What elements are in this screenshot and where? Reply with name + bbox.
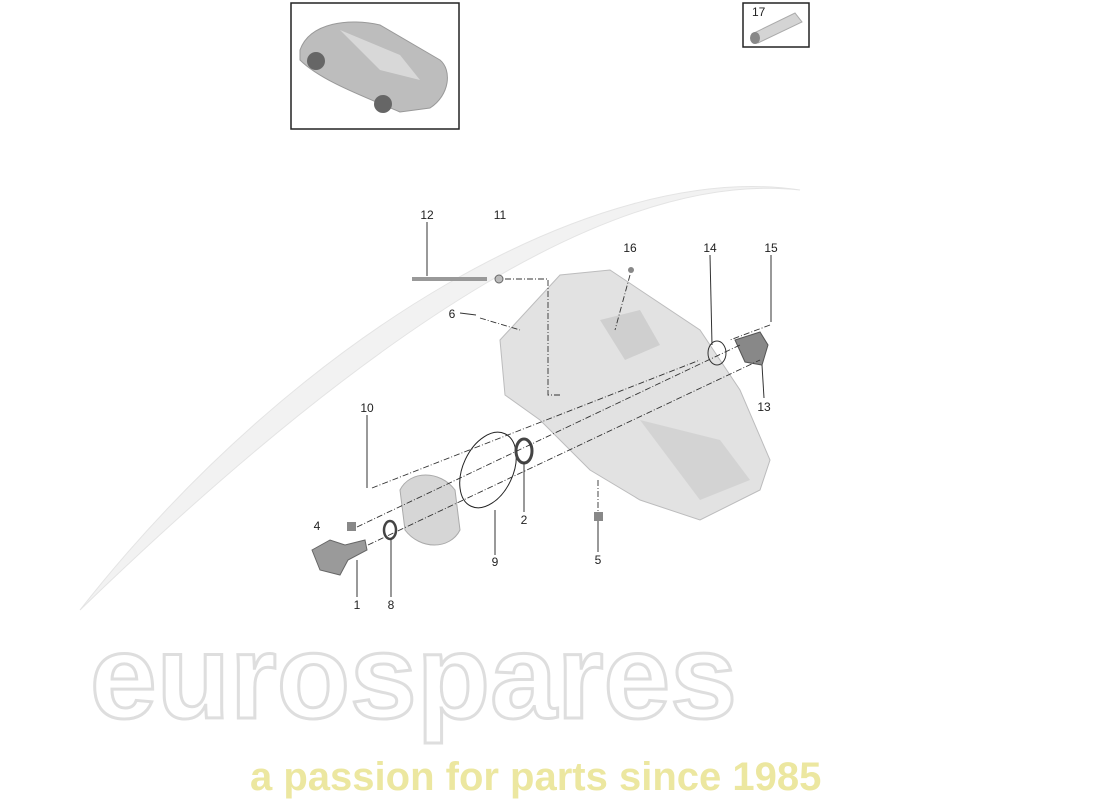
callout-17: 17 xyxy=(752,5,766,19)
callout-2[interactable]: 2 xyxy=(521,513,528,527)
seal-ring-part-2 xyxy=(514,437,534,465)
bushing-part xyxy=(494,274,504,284)
car-icon xyxy=(299,21,448,113)
watermark-brand: eurospares xyxy=(90,610,737,744)
o-ring-part-14 xyxy=(707,340,727,366)
callout-6[interactable]: 6 xyxy=(449,307,456,321)
callout-15[interactable]: 15 xyxy=(764,241,778,255)
seal-part-8 xyxy=(382,519,398,541)
callouts: 12 11 16 14 15 6 10 13 2 4 9 5 1 8 xyxy=(314,208,778,612)
callout-13[interactable]: 13 xyxy=(757,400,771,414)
callout-5[interactable]: 5 xyxy=(595,553,602,567)
flange-part xyxy=(311,539,368,576)
callout-1[interactable]: 1 xyxy=(354,598,361,612)
leader-lines xyxy=(356,222,772,597)
tube-icon xyxy=(750,12,803,44)
callout-12[interactable]: 12 xyxy=(420,208,434,222)
plug-part-4 xyxy=(347,522,356,531)
callout-16[interactable]: 16 xyxy=(623,241,637,255)
o-ring-part-9 xyxy=(459,431,517,509)
drain-plug-part xyxy=(594,512,603,521)
clutch-housing xyxy=(399,474,461,546)
plug-part-16 xyxy=(628,267,634,273)
callout-4[interactable]: 4 xyxy=(314,519,321,533)
callout-14[interactable]: 14 xyxy=(703,241,717,255)
assembly-lines xyxy=(356,274,771,546)
transmission-housing xyxy=(499,269,771,521)
callout-9[interactable]: 9 xyxy=(492,555,499,569)
callout-8[interactable]: 8 xyxy=(388,598,395,612)
shaft-part xyxy=(412,277,487,281)
grease-tube-thumbnail[interactable]: 17 xyxy=(742,2,810,48)
callout-11[interactable]: 11 xyxy=(494,208,507,222)
callout-10[interactable]: 10 xyxy=(360,401,374,415)
watermark: eurospares a passion for parts since 198… xyxy=(79,186,821,799)
actuator-part xyxy=(734,331,769,366)
watermark-tagline: a passion for parts since 1985 xyxy=(250,755,821,799)
vehicle-thumbnail[interactable] xyxy=(290,2,460,130)
